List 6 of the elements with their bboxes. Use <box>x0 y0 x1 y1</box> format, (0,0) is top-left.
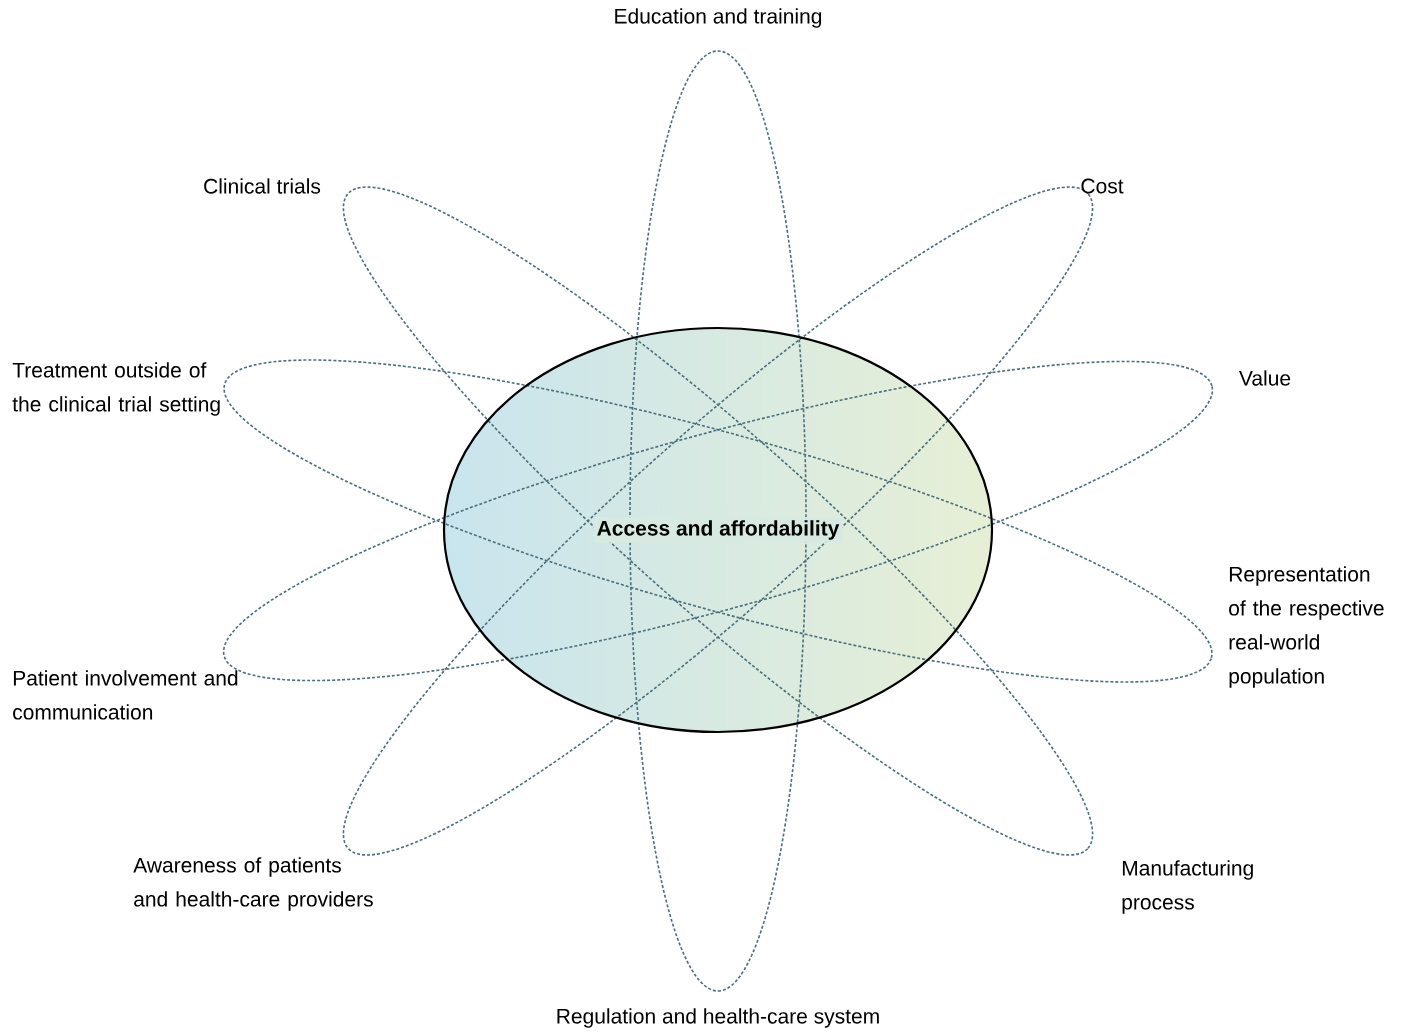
petal-label: Regulation and health-care system <box>557 1008 879 1028</box>
petal-label: Representation of the respective real-world population <box>1229 566 1384 688</box>
petal-label: Cost <box>1081 178 1124 194</box>
petal-label: Education and training <box>615 8 822 28</box>
petal-label: Value <box>1239 370 1291 386</box>
petal-label: Treatment outside of the clinical trial setting <box>12 362 220 416</box>
